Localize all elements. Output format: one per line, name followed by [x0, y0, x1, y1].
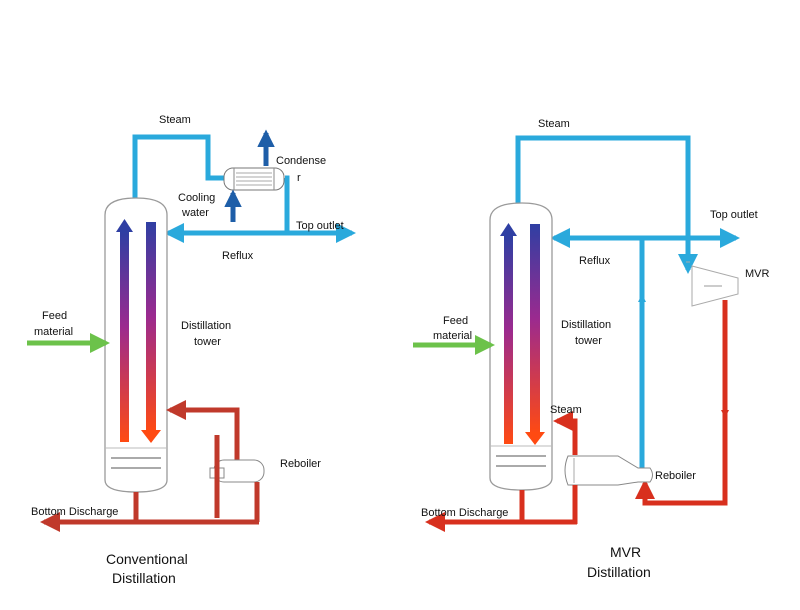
mvr-tower-shell [489, 202, 553, 491]
conventional-tower-down-arrowhead [141, 430, 161, 443]
conventional-condenser-label-wrap: r [297, 172, 301, 184]
conventional-tower-label-2: tower [194, 336, 221, 348]
conventional-reboiler-label: Reboiler [280, 458, 321, 470]
conventional-caption: Conventional [106, 551, 188, 567]
mvr-caption-2: Distillation [587, 564, 651, 580]
mvr-steam-bottom-label: Steam [550, 404, 582, 416]
conventional-cooling-label-2: water [181, 207, 209, 219]
conventional-tower-up-arrowhead [116, 219, 133, 232]
mvr-feed-label-2: material [433, 330, 472, 342]
conventional-condenser-label: Condense [276, 155, 326, 167]
conventional-bottom-discharge-label: Bottom Discharge [31, 506, 118, 518]
conventional-caption-2: Distillation [112, 570, 176, 586]
mvr-feed-label: Feed [443, 315, 468, 327]
mvr-reboiler-label: Reboiler [655, 470, 696, 482]
conventional-steam-line [132, 134, 226, 200]
mvr-tower-down-arrowhead [525, 432, 545, 445]
conventional-reboiler-vapor-line [166, 400, 243, 471]
mvr-compressor [691, 265, 739, 307]
mvr-top-outlet-label: Top outlet [710, 209, 758, 221]
mvr-compressed-vapor-flow-mark [721, 410, 729, 418]
conventional-reflux-label: Reflux [222, 250, 254, 262]
mvr-steam-line [515, 135, 698, 274]
mvr-tower-up-flow [504, 236, 513, 444]
conventional-condensate-line [284, 175, 290, 233]
mvr-bottom-discharge-label: Bottom Discharge [421, 507, 508, 519]
mvr-compressed-vapor-line [635, 300, 728, 506]
mvr-steam-top-label: Steam [538, 118, 570, 130]
conventional-tower-down-flow [146, 222, 156, 432]
mvr-reboiler [564, 455, 653, 486]
mvr-reflux-label: Reflux [579, 255, 611, 267]
conventional-diagram: Steam Condense r Cooling water Top outle… [27, 114, 356, 586]
mvr-reboiler-vapor-line [553, 411, 578, 455]
conventional-tower-label: Distillation [181, 320, 231, 332]
conventional-tower-up-flow [120, 232, 129, 442]
mvr-tower-label: Distillation [561, 319, 611, 331]
conventional-top-outlet-label: Top outlet [296, 220, 344, 232]
mvr-diagram: Steam Top outlet Reflux MVR Feed materia… [413, 118, 770, 580]
mvr-tower-down-flow [530, 224, 540, 434]
conventional-condenser [223, 167, 285, 191]
conventional-cooling-label: Cooling [178, 192, 215, 204]
mvr-caption: MVR [610, 544, 641, 560]
mvr-condensate-riser-flow-mark [638, 294, 646, 302]
conventional-feed-label: Feed [42, 310, 67, 322]
conventional-steam-label: Steam [159, 114, 191, 126]
mvr-tower-up-arrowhead [500, 223, 517, 236]
conventional-feed-label-2: material [34, 326, 73, 338]
mvr-tower-label-2: tower [575, 335, 602, 347]
mvr-compressor-label: MVR [745, 268, 770, 280]
